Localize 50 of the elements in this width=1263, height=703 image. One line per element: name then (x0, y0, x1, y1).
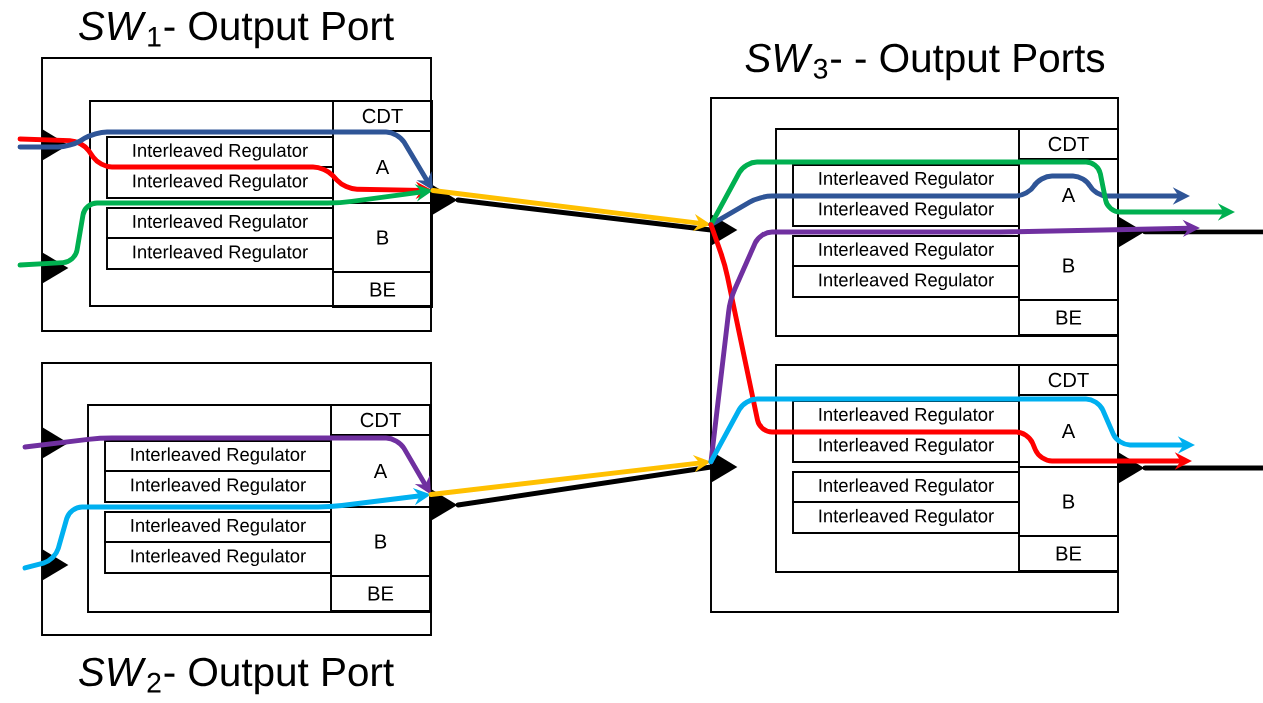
regulator-box: Interleaved Regulator (104, 541, 332, 574)
regulator-box: Interleaved Regulator (792, 265, 1020, 298)
queue-cell: CDT (330, 404, 431, 436)
queue-cell: B (330, 506, 431, 577)
regulator-box: Interleaved Regulator (792, 194, 1020, 227)
regulator-box: Interleaved Regulator (792, 235, 1020, 267)
port-marker (431, 184, 458, 216)
regulator-box: Interleaved Regulator (106, 136, 334, 168)
port-marker (431, 489, 458, 521)
port-box (775, 364, 1119, 573)
regulator-box: Interleaved Regulator (792, 164, 1020, 196)
connector-line (1142, 465, 1263, 471)
queue-cell: CDT (332, 100, 433, 132)
port-box (87, 404, 432, 613)
port-marker (42, 252, 69, 284)
queue-cell: BE (330, 575, 431, 612)
regulator-box: Interleaved Regulator (106, 166, 334, 199)
port-marker (1118, 216, 1145, 248)
queue-cell: CDT (1018, 364, 1119, 396)
connector-line (1142, 229, 1263, 235)
queue-cell: BE (1018, 299, 1119, 336)
regulator-box: Interleaved Regulator (104, 440, 332, 472)
port-marker (42, 129, 69, 161)
queue-cell: B (1018, 466, 1119, 537)
queue-cell: A (330, 434, 431, 508)
queue-cell: B (1018, 230, 1119, 301)
heading: SW$_{3}$- - Output Ports (745, 43, 1105, 81)
regulator-box: Interleaved Regulator (104, 470, 332, 503)
regulator-box: Interleaved Regulator (106, 237, 334, 270)
port-marker (42, 549, 69, 581)
queue-cell: BE (332, 271, 433, 308)
port-marker (711, 214, 738, 246)
port-marker (1118, 452, 1145, 484)
queue-cell: A (1018, 158, 1119, 232)
queue-cell: A (1018, 394, 1119, 468)
regulator-box: Interleaved Regulator (104, 511, 332, 543)
queue-cell: CDT (1018, 128, 1119, 160)
connector-line (455, 464, 714, 508)
queue-cell: B (332, 202, 433, 273)
port-box (775, 128, 1119, 337)
regulator-box: Interleaved Regulator (792, 471, 1020, 503)
regulator-box: Interleaved Regulator (792, 400, 1020, 432)
heading: SW$_{2}$- Output Port (79, 657, 394, 695)
queue-cell: BE (1018, 535, 1119, 572)
port-box (89, 100, 432, 307)
regulator-box: Interleaved Regulator (792, 501, 1020, 534)
regulator-box: Interleaved Regulator (106, 207, 334, 239)
regulator-box: Interleaved Regulator (792, 430, 1020, 463)
connector-line (455, 197, 714, 233)
heading: SW$_{1}$- Output Port (79, 11, 394, 49)
